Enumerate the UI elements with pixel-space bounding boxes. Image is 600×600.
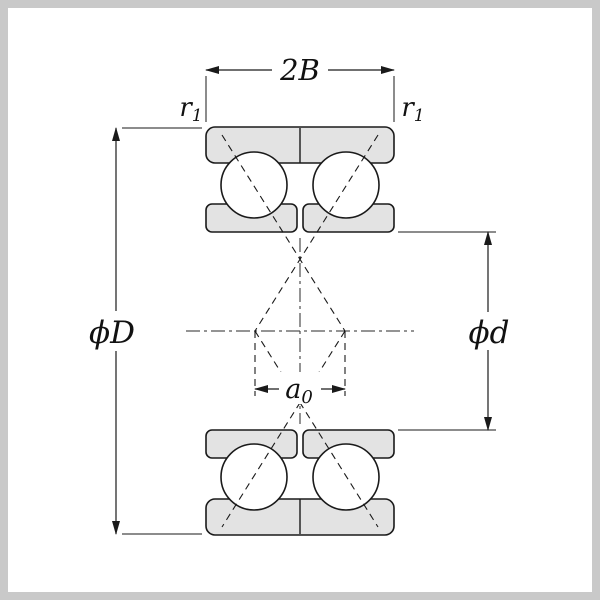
dimension-load-center: a0 xyxy=(254,372,346,408)
bearing-top-section xyxy=(205,126,395,233)
dimension-width-2b: 2B xyxy=(205,52,395,122)
contact-line-bottom-right xyxy=(254,330,379,528)
contact-line-top-left xyxy=(221,134,346,332)
load-center-label: a0 xyxy=(285,374,313,408)
contact-line-top-right xyxy=(254,134,379,332)
chamfer-label-left: r1 xyxy=(179,93,202,126)
width-label: 2B xyxy=(279,53,320,87)
load-center-label-background xyxy=(279,372,321,404)
chamfer-label-right: r1 xyxy=(401,93,424,126)
contact-line-bottom-left xyxy=(221,330,346,528)
bore-diameter-label-background xyxy=(460,312,520,350)
chamfer-labels: r1 r1 xyxy=(179,93,424,126)
outer-diameter-label: ϕD xyxy=(89,315,135,351)
ball-top-right xyxy=(312,151,380,219)
width-label-background xyxy=(272,52,328,86)
dimension-bore-diameter: ϕd xyxy=(398,231,520,431)
dimension-outer-diameter: ϕD xyxy=(80,127,202,535)
outer-diameter-label-background xyxy=(80,311,144,351)
bearing-bottom-section xyxy=(205,429,395,536)
bore-diameter-label: ϕd xyxy=(469,315,510,351)
contact-angle-lines xyxy=(221,134,379,528)
ball-top-left xyxy=(220,151,288,219)
